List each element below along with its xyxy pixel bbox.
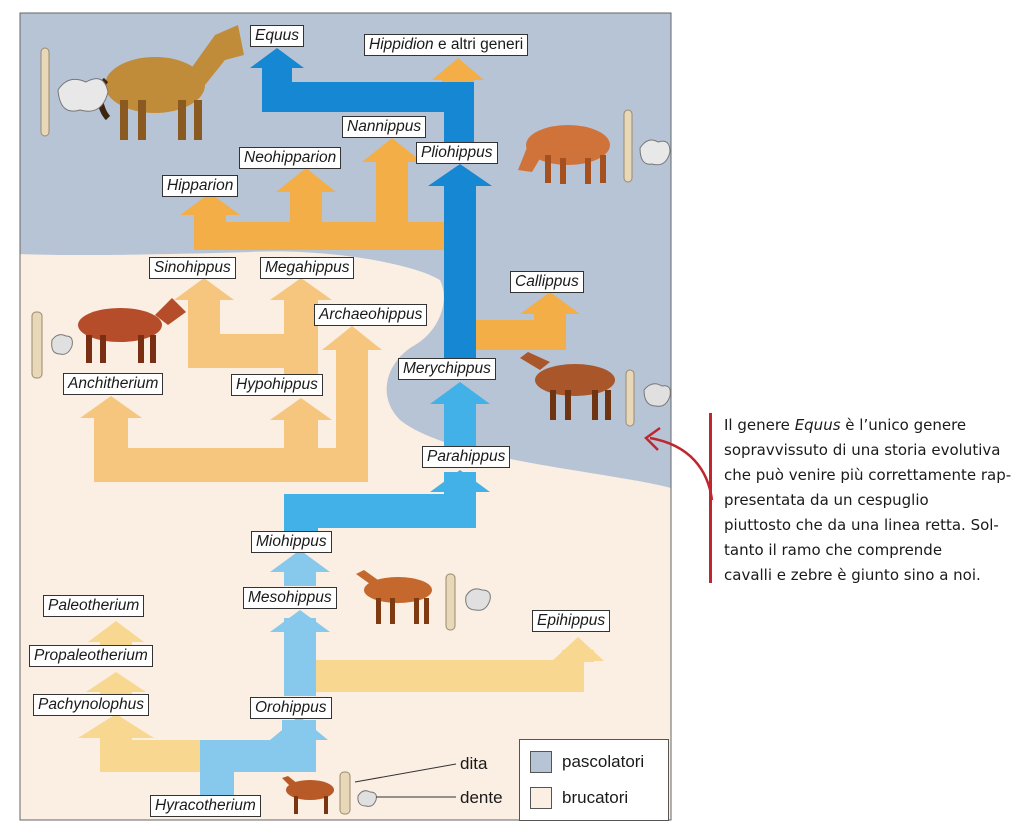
- grazer-trunk: [250, 48, 492, 370]
- label-nannippus: Nannippus: [342, 116, 427, 138]
- equus-foot-and-tooth: [40, 47, 109, 137]
- callippus-branch: [476, 292, 580, 350]
- panel-border: [19, 12, 672, 821]
- merychippus-illustration: [520, 352, 671, 427]
- legend-grazers: pascolatori: [530, 750, 644, 774]
- label-parahippus: Parahippus: [422, 446, 511, 468]
- legend: pascolatori brucatori: [519, 739, 669, 821]
- caption-accent-bar: [709, 413, 712, 583]
- browser-branches: [80, 278, 382, 482]
- caption-line-2: sopravvissuto di una storia evolutiva: [724, 441, 1001, 459]
- caption-line-3: che può venire più correttamente rap-: [724, 466, 1012, 484]
- hyracotherium-illustration: [282, 771, 377, 815]
- label-mesohippus: Mesohippus: [243, 587, 337, 609]
- label-hipparion: Hipparion: [162, 175, 239, 197]
- caption-line-5: piuttosto che da una linea retta. Sol-: [724, 516, 999, 534]
- label-megahippus: Megahippus: [260, 257, 355, 279]
- label-neohipparion: Neohipparion: [239, 147, 342, 169]
- anchitherium-illustration: [31, 298, 186, 379]
- caption-l1-italic: Equus: [794, 416, 841, 434]
- label-archaeohippus: Archaeohippus: [314, 304, 428, 326]
- label-hyracotherium: Hyracotherium: [150, 795, 261, 817]
- caption-line-4: presentata da un cespuglio: [724, 491, 929, 509]
- hippidion-name: Hippidion: [369, 36, 434, 53]
- miohippus-branch: [284, 382, 490, 534]
- tooth-callout: dente: [460, 788, 503, 807]
- grazers-label: pascolatori: [562, 752, 645, 771]
- caption: Il genere Equus è l’unico genere sopravv…: [724, 413, 1014, 588]
- label-hypohippus: Hypohippus: [231, 374, 323, 396]
- label-hippidion: Hippidion e altri generi: [364, 34, 529, 56]
- caption-pointer-head: [644, 426, 661, 451]
- caption-l1-post: è l’unico genere: [840, 416, 967, 434]
- grazers-swatch: [530, 751, 552, 773]
- label-paleotherium: Paleotherium: [43, 595, 145, 617]
- fingers-callout: dita: [460, 754, 488, 773]
- equus-horse-illustration: [97, 25, 244, 140]
- label-pliohippus: Pliohippus: [416, 142, 498, 164]
- label-merychippus: Merychippus: [398, 358, 496, 380]
- label-orohippus: Orohippus: [250, 697, 332, 719]
- label-callippus: Callippus: [510, 271, 584, 293]
- label-anchitherium: Anchitherium: [63, 373, 164, 395]
- label-epihippus: Epihippus: [532, 610, 611, 632]
- label-miohippus: Miohippus: [251, 531, 332, 553]
- caption-line-1: Il genere Equus è l’unico genere: [724, 413, 1014, 438]
- label-equus: Equus: [250, 25, 304, 47]
- caption-line-6: tanto il ramo che comprende: [724, 541, 943, 559]
- label-pachynolophus: Pachynolophus: [33, 694, 149, 716]
- label-sinohippus: Sinohippus: [149, 257, 236, 279]
- fingers-callout-line: [354, 763, 457, 783]
- mesohippus-illustration: [356, 570, 491, 631]
- browsers-label: brucatori: [562, 788, 629, 807]
- caption-l1-pre: Il genere: [724, 416, 795, 434]
- caption-line-7: cavalli e zebre è giunto sino a noi.: [724, 566, 981, 584]
- pliohippus-illustration: [518, 109, 671, 184]
- hipparion-group: [180, 58, 484, 250]
- early-trunk: [200, 550, 330, 796]
- hippidion-suffix: e altri generi: [433, 36, 524, 53]
- label-propaleotherium: Propaleotherium: [29, 645, 153, 667]
- legend-browsers: brucatori: [530, 786, 628, 810]
- browsers-swatch: [530, 787, 552, 809]
